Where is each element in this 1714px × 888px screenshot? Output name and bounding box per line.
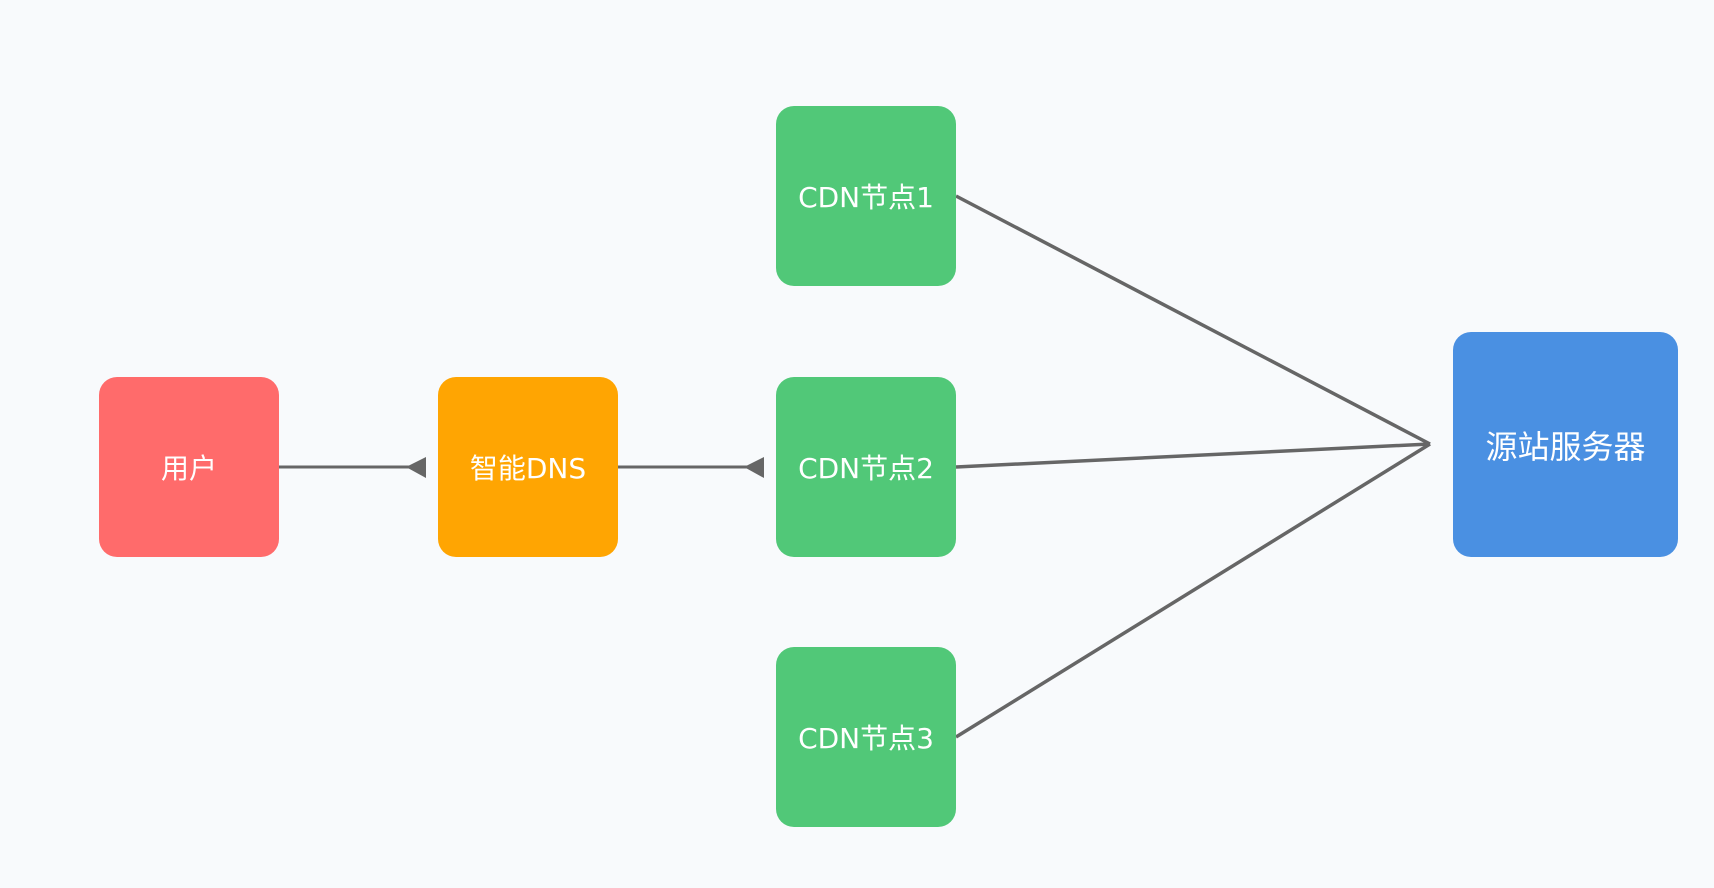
origin-server-node-label: 源站服务器 — [1485, 427, 1646, 466]
user-node: 用户 — [99, 377, 279, 557]
arrowhead-icon — [744, 457, 764, 478]
cdn-node-3: CDN节点3 — [776, 647, 956, 827]
cdn-node-2: CDN节点2 — [776, 377, 956, 557]
edge-cdn1-to-origin — [955, 194, 1431, 446]
smart-dns-node: 智能DNS — [438, 377, 618, 557]
edge-cdn2-to-origin — [955, 442, 1431, 469]
origin-server-node: 源站服务器 — [1453, 332, 1678, 557]
edge-cdn3-to-origin — [955, 442, 1431, 739]
cdn-node-1: CDN节点1 — [776, 106, 956, 286]
user-node-label: 用户 — [160, 452, 217, 485]
cdn-node-1-label: CDN节点1 — [798, 181, 934, 214]
cdn-node-3-label: CDN节点3 — [798, 722, 934, 755]
smart-dns-node-label: 智能DNS — [469, 452, 587, 485]
arrowhead-icon — [406, 457, 426, 478]
cdn-node-2-label: CDN节点2 — [798, 452, 934, 485]
